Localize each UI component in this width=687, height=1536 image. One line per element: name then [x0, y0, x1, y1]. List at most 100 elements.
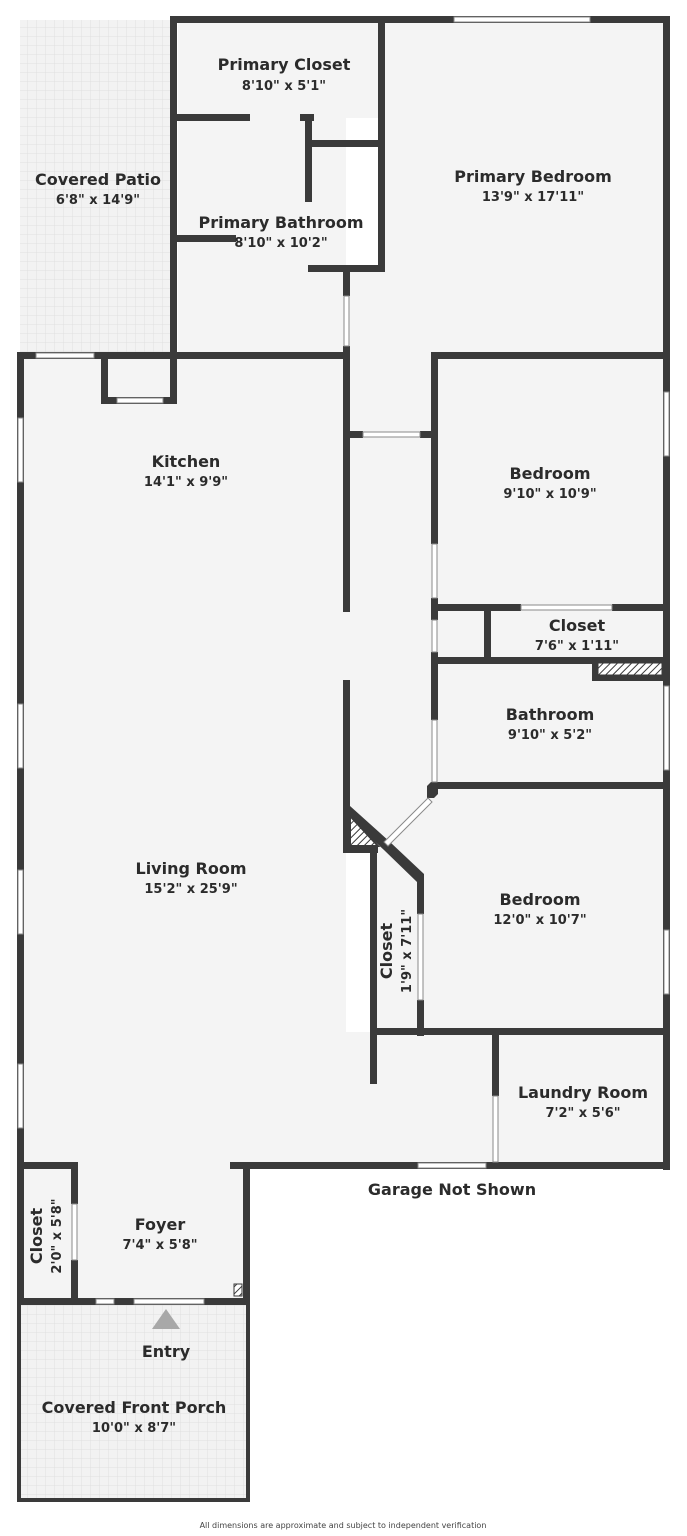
bedroom-2-name: Bedroom [499, 890, 580, 909]
kitchen-name: Kitchen [152, 452, 221, 471]
door-foyer-closet [71, 1203, 78, 1261]
laundry-room-dims: 7'2" x 5'6" [545, 1106, 620, 1121]
window-kitchen-bump [116, 397, 164, 404]
bedroom-2-dims: 12'0" x 10'7" [493, 913, 586, 928]
wall-bed1-left [431, 436, 438, 544]
hatched-fixture-foyer [233, 1283, 243, 1297]
foyer-name: Foyer [135, 1215, 186, 1234]
bathroom-dims: 9'10" x 5'2" [508, 728, 592, 743]
wall-left [17, 352, 24, 1304]
door-closet-left [431, 619, 438, 653]
wall-foyer-closet-top [17, 1162, 78, 1169]
room-labels: Primary Closet 8'10" x 5'1" Covered Pati… [27, 55, 648, 1530]
wall-top [170, 16, 670, 23]
covered-front-porch-name: Covered Front Porch [42, 1398, 227, 1417]
foyer-dims: 7'4" x 5'8" [122, 1238, 197, 1253]
wall-bath-door-post [343, 268, 350, 296]
wall-closet-nook-bottom [343, 846, 378, 853]
wall-laundry-left [492, 1032, 499, 1096]
wall-bath-top [431, 657, 670, 664]
window-left-3 [17, 869, 24, 935]
primary-closet-floor [178, 22, 382, 118]
wall-shower-top [305, 140, 385, 147]
wall-hall-stub-lower [370, 1032, 377, 1084]
wall-shower-vertical [305, 114, 312, 202]
closet-foyer-dims: 2'0" x 5'8" [50, 1198, 65, 1273]
wall-hall-header-right [420, 431, 436, 438]
primary-bedroom-dims: 13'9" x 17'11" [482, 190, 584, 205]
wall-bath-stub [170, 235, 236, 242]
wall-hall-header-left [343, 431, 363, 438]
kitchen-dims: 14'1" x 9'9" [144, 475, 228, 490]
window-kitchen-top [35, 352, 95, 359]
wall-diagonal-hall [427, 782, 438, 798]
wall-primary-bed-bottom [431, 352, 670, 359]
closet-hall-dims: 7'6" x 1'11" [535, 639, 619, 654]
wall-bath-bottom-2 [431, 782, 670, 789]
window-right-2 [663, 685, 670, 771]
door-bed1 [431, 543, 438, 599]
window-right-3 [663, 929, 670, 995]
wall-bed1-bottom-left [431, 604, 521, 611]
wall-foyer-closet-right-2 [71, 1260, 78, 1304]
bedroom-1-name: Bedroom [509, 464, 590, 483]
window-foyer-bottom [95, 1298, 115, 1305]
window-left-2 [17, 703, 24, 769]
wall-porch-bottom [17, 1498, 250, 1502]
wall-bed1-bottom-right [612, 604, 670, 611]
window-right-1 [663, 391, 670, 457]
hall-lower-floor [346, 1032, 496, 1166]
wall-kitchen-bump-left [101, 352, 108, 404]
wall-porch-left [17, 1298, 21, 1502]
window-left-4 [17, 1063, 24, 1129]
hallway-floor [346, 436, 436, 836]
closet-bedroom-dims: 1'9" x 7'11" [400, 909, 415, 993]
covered-patio-dims: 6'8" x 14'9" [56, 193, 140, 208]
wall-foyer-right [243, 1162, 250, 1304]
window-primary-bedroom-top [453, 16, 591, 23]
primary-bedroom-name: Primary Bedroom [454, 167, 612, 186]
wall-foyer-closet-right [71, 1162, 78, 1204]
door-bath [431, 719, 438, 783]
wall-right [663, 16, 670, 1170]
door-diagonal [383, 797, 433, 847]
window-bottom-laundry [417, 1162, 487, 1169]
window-left-1 [17, 417, 24, 483]
bedroom-1-dims: 9'10" x 10'9" [503, 487, 596, 502]
kitchen-living-floor [24, 356, 346, 1166]
wall-primary-bed-left [431, 352, 438, 440]
primary-closet-dims: 8'10" x 5'1" [242, 79, 326, 94]
entry-label: Entry [142, 1342, 191, 1361]
primary-bathroom-name: Primary Bathroom [198, 213, 363, 232]
door-laundry [492, 1095, 499, 1163]
laundry-room-name: Laundry Room [518, 1083, 648, 1102]
wall-patio-right [170, 16, 177, 358]
covered-patio-name: Covered Patio [35, 170, 161, 189]
windows [17, 16, 670, 1305]
closet-bedroom-name: Closet [377, 923, 396, 980]
wall-kitchen-bump-right [170, 352, 177, 404]
floor-fills [20, 20, 664, 1500]
door-hall-header [362, 431, 421, 438]
bathroom-floor [436, 664, 664, 786]
closet-foyer-name: Closet [27, 1208, 46, 1265]
primary-bedroom-alcove-floor [346, 268, 436, 436]
laundry-room-floor [496, 1032, 664, 1166]
wall-bed2-bottom [370, 1028, 670, 1035]
door-bed2 [417, 913, 424, 1001]
covered-front-porch-floor [20, 1302, 247, 1500]
wall-bath-left [431, 664, 438, 720]
entry-arrow-icon [152, 1309, 180, 1329]
living-room-dims: 15'2" x 25'9" [144, 882, 237, 897]
wall-closet-divider [484, 604, 491, 664]
primary-bathroom-dims: 8'10" x 10'2" [234, 236, 327, 251]
bathroom-name: Bathroom [506, 705, 595, 724]
disclaimer: All dimensions are approximate and subje… [200, 1521, 487, 1530]
closet-hall-floor [436, 608, 664, 660]
wall-closet-stub [170, 114, 250, 121]
wall-diagonal-closet [343, 806, 424, 882]
closet-hall-name: Closet [549, 616, 606, 635]
primary-closet-name: Primary Closet [218, 55, 351, 74]
wall-hall-left-upper [343, 346, 350, 612]
